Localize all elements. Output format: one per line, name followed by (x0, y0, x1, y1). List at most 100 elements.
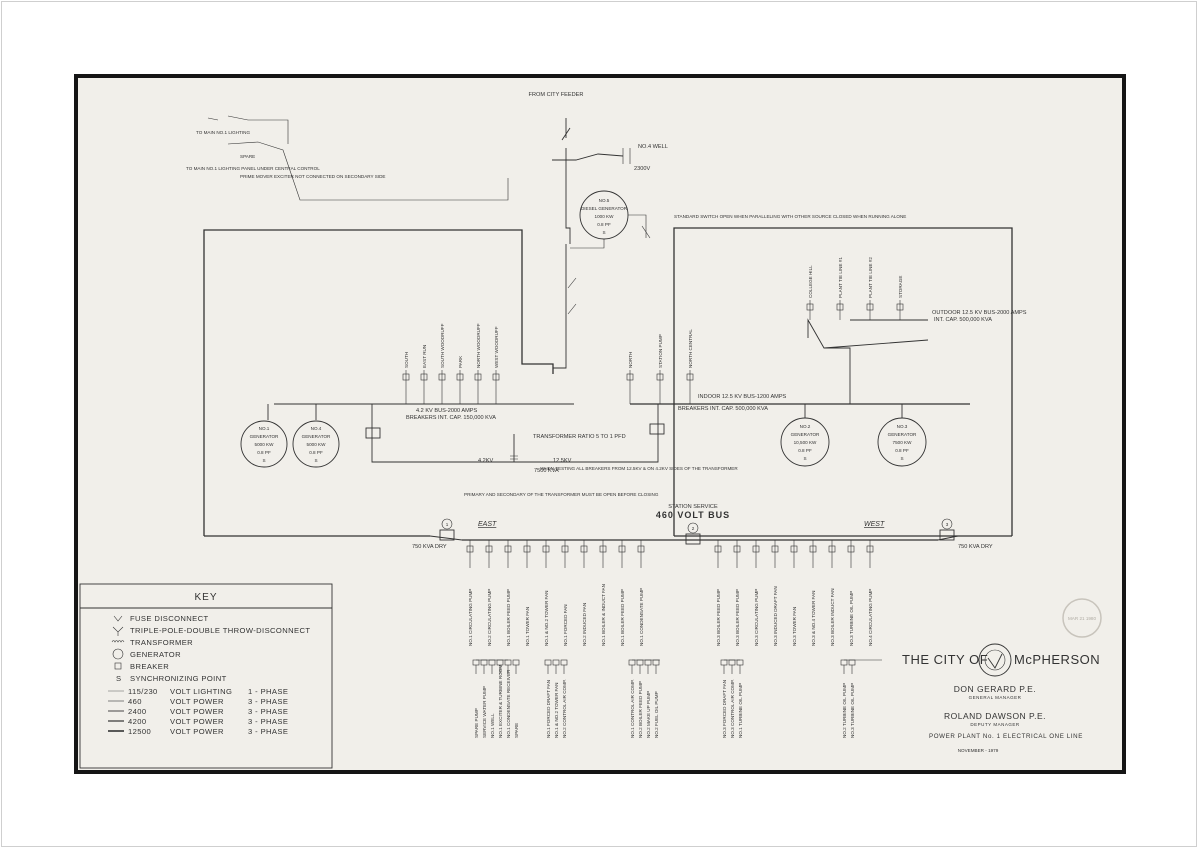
g1-code: S (262, 458, 265, 463)
feeder-125-label: NORTH CENTRAL (688, 329, 693, 368)
disconnect-symbol-icon (112, 626, 124, 636)
g4-type: GENERATOR (302, 434, 331, 439)
subload-label: NO.1 CONDENSATE RECEIVER (506, 669, 511, 738)
subload-breaker (644, 659, 652, 666)
load-label: NO.3 TURBINE OIL PUMP (849, 591, 854, 646)
received-stamp: MAR 21 1980 (1062, 598, 1102, 638)
feeder-125-out-breaker (896, 303, 904, 311)
load-label: NO.3 BOILER FEED PUMP (735, 589, 740, 646)
subload-label: SPARE (514, 723, 519, 738)
aux-label-1: TO MAIN NO.1 LIGHTING (196, 130, 250, 135)
subload-breaker (480, 659, 488, 666)
g5-type: DIESEL GENERATOR (581, 206, 628, 211)
seal-mark (987, 653, 1003, 669)
load-breaker (485, 545, 493, 553)
g3-pf: 0.8 PF (895, 448, 909, 453)
load-label: NO.3 BOILER FEED PUMP (716, 589, 721, 646)
feeder-42-breaker (420, 373, 428, 381)
subload-breaker (628, 659, 636, 666)
g4-label: NO.4 (311, 426, 322, 431)
subload-breaker (488, 659, 496, 666)
subload-breaker (496, 659, 504, 666)
feeder-125-breaker (686, 373, 694, 381)
key-item-label: TRIPLE-POLE-DOUBLE THROW-DISCONNECT (130, 626, 310, 635)
load-label: NO.1 & NO.2 TOWER FAN (544, 591, 549, 646)
generator-4-symbol (292, 420, 340, 468)
transformer-box-west (939, 529, 955, 541)
generator-1: NO.1 GENERATOR 5000 KW 0.8 PF S (240, 404, 288, 468)
load-label: NO.1 BOILER FEED PUMP (506, 589, 511, 646)
subload-label: NO.2 BOILER FEED PUMP (638, 681, 643, 738)
subload-breaker (560, 659, 568, 666)
subload-label: NO.1 TURBINE OIL PUMP (738, 683, 743, 738)
east-label: EAST (478, 521, 497, 528)
transformer-box-center (685, 533, 701, 545)
voltage-phase: 3 - PHASE (248, 697, 288, 706)
feeder-125-out-breaker (866, 303, 874, 311)
transformer-note: TRANSFORMER RATIO 5 TO 1 PFD (533, 434, 626, 440)
subload-label: SPARE PUMP (474, 708, 479, 738)
fuse-symbol-icon (113, 615, 123, 622)
g3-code: S (900, 456, 903, 461)
generator-3: NO.3 GENERATOR 7500 KW 0.8 PF S (877, 404, 927, 467)
generator-1-symbol (240, 420, 288, 468)
load-breaker (790, 545, 798, 553)
g2-label: NO.2 (800, 424, 811, 429)
g2-pf: 0.8 PF (798, 448, 812, 453)
gm-name: DON GERARD P.E. (954, 684, 1036, 694)
load-label: NO.3 INDUCED DRAFT FAN (773, 586, 778, 646)
dm-title: DEPUTY MANAGER (970, 722, 1019, 727)
load-label: NO.4 CIRCULATING PUMP (868, 589, 873, 646)
city-feeder: FROM CITY FEEDER NO.4 WELL 2300V (529, 92, 668, 369)
load-breaker (599, 545, 607, 553)
indoor-breaker-cap: BREAKERS INT. CAP. 500,000 KVA (678, 406, 768, 412)
load-label: NO.1 CONDENSATE PUMP (639, 588, 644, 646)
feeder-42-breaker (402, 373, 410, 381)
testing-note: WHEN TESTING ALL BREAKERS FROM 12.5KV & … (540, 466, 738, 471)
kv42-bus-label: 4.2 KV BUS-2000 AMPS (416, 408, 478, 414)
g4-kw: 5000 KW (307, 442, 327, 447)
subload-label: NO.1 FORCED DRAFT FAN (546, 680, 551, 738)
load-breaker (847, 545, 855, 553)
feeder-42-breaker (474, 373, 482, 381)
drawing-sheet: TO MAIN NO.1 LIGHTING TO MAIN NO.1 LIGHT… (78, 78, 1122, 770)
load-breaker (580, 545, 588, 553)
g2-kw: 10,500 KW (794, 440, 817, 445)
sync-symbol-icon: S (116, 674, 121, 683)
outdoor-bus-label: OUTDOOR 12.5 KV BUS-2000 AMPS (932, 310, 1027, 316)
load-label: NO.3 & NO.4 TOWER FAN (811, 591, 816, 646)
utilities-seal (978, 643, 1012, 677)
aux-label-2: SPARE (240, 154, 255, 159)
subload-label: NO.3 TURBINE OIL PUMP (850, 683, 855, 738)
subload-breaker (736, 659, 744, 666)
feeder-42-label: PARK (458, 355, 463, 368)
g5-pf: 0.8 PF (597, 222, 611, 227)
load-breaker (828, 545, 836, 553)
feeder-125-breaker (626, 373, 634, 381)
subload-label: NO.2 TURBINE OIL PUMP (842, 683, 847, 738)
feeder-42-breaker (456, 373, 464, 381)
generator-symbol-icon (112, 648, 124, 660)
key-title: KEY (194, 592, 217, 603)
subload-breaker (652, 659, 660, 666)
breaker-symbol-icon (114, 662, 122, 670)
feeder-125-out-breaker (806, 303, 814, 311)
key-box (79, 583, 333, 769)
subload-label: NO.1 WELL (490, 713, 495, 738)
voltage-value: 4200 (128, 717, 147, 726)
subload-label: NO.3 FORCED DRAFT FAN (722, 680, 727, 738)
subload-breaker (848, 659, 856, 666)
load-label: NO.2 CIRCULATING PUMP (487, 589, 492, 646)
key-item-label: SYNCHRONIZING POINT (130, 674, 227, 683)
subload-breaker (636, 659, 644, 666)
transformer-box-left (365, 427, 381, 439)
feeder-125-out-label: STORAGE (898, 276, 903, 298)
load-breaker (637, 545, 645, 553)
kva750-right: 750 KVA DRY (958, 544, 993, 550)
g5-kw: 1000 KW (595, 214, 615, 219)
sync-1-label: 1 (446, 522, 449, 527)
